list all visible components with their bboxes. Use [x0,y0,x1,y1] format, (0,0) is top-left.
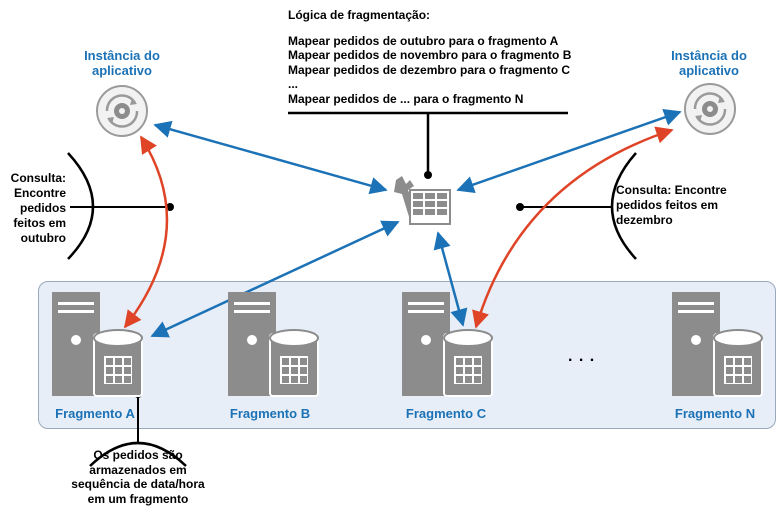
gear-sync-icon [96,85,148,137]
shard-b-label: Fragmento B [229,406,311,421]
query-october: Consulta: Encontre pedidos feitos em out… [10,171,66,245]
server-database-icon [228,292,319,397]
shard-map-icon [394,176,451,225]
server-database-icon [402,292,493,397]
server-database-icon [672,292,763,397]
logic-line: Mapear pedidos de ... para o fragmento N [288,91,524,106]
shard-a-label: Fragmento A [55,406,135,421]
logic-connector-dot [424,171,432,179]
shard-n-label: Fragmento N [674,406,756,421]
query-dot-right [516,203,524,211]
red-arrow-app-left-to-shard-a [123,135,169,329]
logic-line: Mapear pedidos de outubro para o fragmen… [288,33,559,48]
storage-note: Os pedidos são armazenados em sequência … [71,448,205,506]
arrow-app-right-to-map [456,108,682,194]
query-december: Consulta: Encontre pedidos feitos em dez… [616,183,727,227]
logic-line: Mapear pedidos de novembro para o fragme… [288,48,572,62]
app-instance-right-title: Instância do aplicativo [671,48,747,78]
app-instance-left-title: Instância do aplicativo [84,48,160,78]
arrow-app-left-to-map [153,120,388,195]
gear-sync-icon [684,83,736,135]
more-shards-ellipsis: . . . [568,348,596,365]
arrow-map-to-shard-a [150,220,400,338]
server-database-icon [52,292,143,397]
logic-title: Lógica de fragmentação: [288,8,431,22]
arrow-map-to-shard-c [433,231,468,327]
sharding-logic: Lógica de fragmentação: Mapear pedidos d… [288,8,571,106]
logic-line: Mapear pedidos de dezembro para o fragme… [288,62,571,77]
logic-line: ... [288,77,299,91]
shard-c-label: Fragmento C [405,406,487,421]
query-dot-left [166,203,174,211]
red-arrow-app-right-to-shard-c [472,126,674,329]
